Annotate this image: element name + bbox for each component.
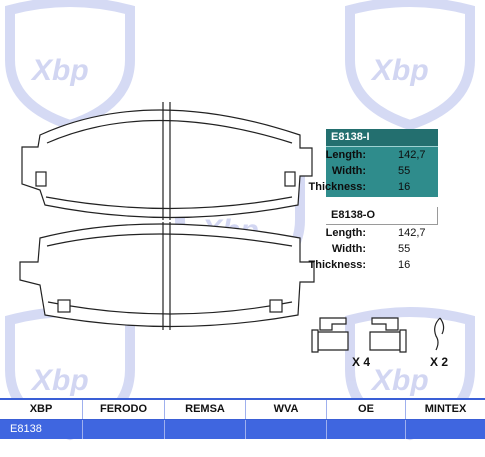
length-label: Length: bbox=[325, 227, 366, 239]
part-code: E8138-I bbox=[326, 129, 438, 147]
table-header-row: XBP FERODO REMSA WVA OE MINTEX bbox=[0, 398, 485, 420]
table-cell bbox=[406, 420, 485, 439]
clip-quantity: X 4 bbox=[352, 355, 371, 369]
column-header: WVA bbox=[246, 400, 327, 419]
watermark-text: Xbp bbox=[30, 364, 89, 397]
column-header: XBP bbox=[0, 400, 83, 419]
column-header: OE bbox=[327, 400, 406, 419]
watermark-text: Xbp bbox=[370, 364, 429, 397]
length-label: Length: bbox=[325, 149, 366, 161]
thickness-label: Thickness: bbox=[308, 259, 366, 271]
table-cell bbox=[327, 420, 406, 439]
spec-card-outer: E8138-O Length: 142,7 Width: 55 Thickness:… bbox=[309, 207, 438, 273]
part-code: E8138-O bbox=[326, 207, 438, 225]
table-cell: E8138 bbox=[0, 420, 83, 439]
width-label: Width: bbox=[331, 165, 366, 177]
spring-quantity: X 2 bbox=[430, 355, 449, 369]
width-value: 55 bbox=[398, 165, 411, 177]
watermark-text: Xbp bbox=[370, 54, 429, 87]
thickness-value: 16 bbox=[398, 181, 411, 193]
thickness-label: Thickness: bbox=[308, 181, 366, 193]
watermark-shield-icon bbox=[5, 0, 135, 131]
brake-pad-inner bbox=[21, 102, 313, 220]
column-header: REMSA bbox=[165, 400, 246, 419]
length-value: 142,7 bbox=[398, 227, 426, 239]
spring-icon bbox=[434, 317, 445, 351]
brake-pad-outer bbox=[19, 222, 315, 330]
cross-reference-table: XBP FERODO REMSA WVA OE MINTEX E8138 bbox=[0, 398, 485, 439]
watermark-shield-icon bbox=[345, 0, 475, 131]
width-label: Width: bbox=[331, 243, 366, 255]
width-value: 55 bbox=[398, 243, 411, 255]
column-header: MINTEX bbox=[424, 403, 467, 415]
table-cell bbox=[246, 420, 327, 439]
spec-card-inner: E8138-I Length: 142,7 Width: 55 Thickness:… bbox=[309, 129, 438, 197]
watermark-text: Xbp bbox=[30, 54, 89, 87]
column-header: FERODO bbox=[83, 400, 165, 419]
table-cell bbox=[83, 420, 165, 439]
length-value: 142,7 bbox=[398, 149, 426, 161]
clip-icon bbox=[311, 317, 407, 353]
table-row: E8138 bbox=[0, 420, 485, 439]
thickness-value: 16 bbox=[398, 259, 411, 271]
table-cell bbox=[165, 420, 246, 439]
